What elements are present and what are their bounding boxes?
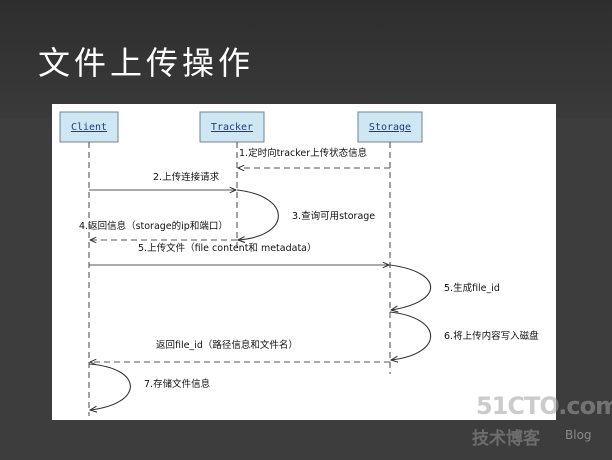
- message-3-label: 3.查询可用storage: [292, 210, 375, 222]
- svg-text:Tracker: Tracker: [211, 122, 253, 133]
- watermark-sub: 技术博客: [472, 429, 540, 449]
- message-2-label: 2.上传连接请求: [153, 171, 220, 183]
- message-7-loop: [89, 363, 131, 410]
- svg-text:Storage: Storage: [369, 122, 411, 133]
- slide-title: 文件上传操作: [38, 44, 255, 82]
- sequence-diagram: Client Tracker Storage 1.定时向tracker上传状态信…: [59, 111, 539, 416]
- actor-storage: Storage: [357, 111, 423, 143]
- watermark-blog: Blog: [565, 428, 592, 442]
- svg-text:Client: Client: [71, 122, 107, 133]
- message-return-label: 返回file_id（路径信息和文件名）: [156, 339, 298, 351]
- slide-header-band: [0, 0, 612, 118]
- message-generate-id-label: 5.生成file_id: [444, 282, 500, 294]
- actor-client: Client: [59, 111, 119, 143]
- message-4-label: 4.返回信息（storage的ip和端口）: [79, 220, 228, 232]
- actor-tracker: Tracker: [199, 111, 265, 143]
- watermark-brand: 51CTO.com: [476, 392, 612, 420]
- diagram-panel: [52, 104, 556, 420]
- message-3-loop: [236, 189, 279, 240]
- message-5-label: 5.上传文件（file content和 metadata）: [138, 242, 317, 254]
- message-7-label: 7.存储文件信息: [144, 378, 210, 390]
- message-1-label: 1.定时向tracker上传状态信息: [239, 147, 367, 159]
- message-6-loop: [390, 311, 432, 360]
- message-generate-id-loop: [390, 264, 432, 310]
- message-6-label: 6.将上传内容写入磁盘: [444, 330, 539, 342]
